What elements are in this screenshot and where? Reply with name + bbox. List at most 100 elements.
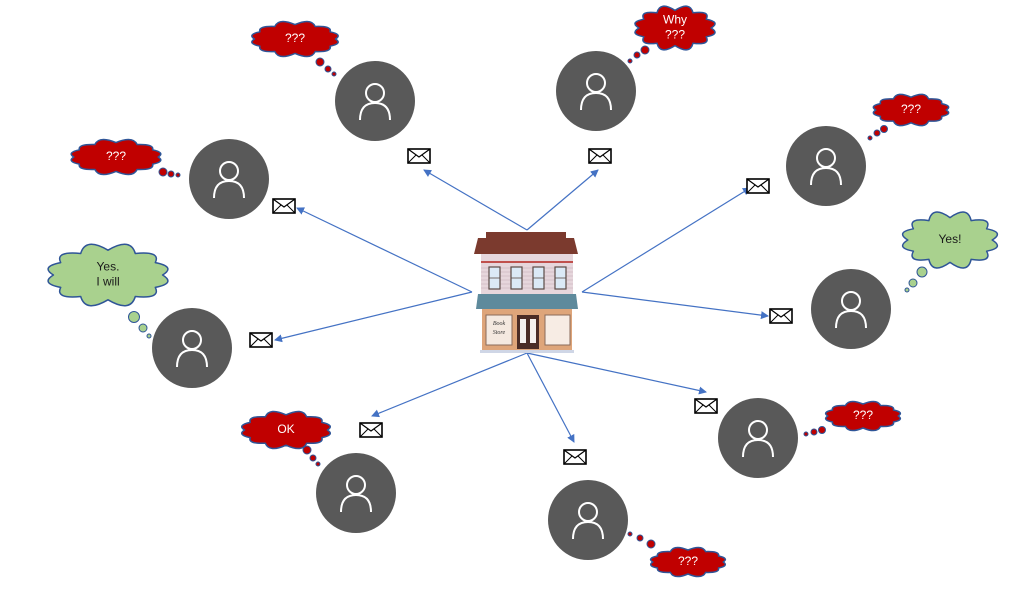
thought-dot bbox=[331, 71, 337, 77]
thought-dot bbox=[128, 311, 140, 323]
thought-bubble-c7: ??? bbox=[824, 400, 902, 432]
thought-dot bbox=[908, 278, 918, 288]
thought-dot bbox=[627, 58, 633, 64]
cloud-shape bbox=[70, 138, 162, 176]
envelope-icon bbox=[588, 148, 612, 164]
thought-bubble-c5: Yes! bbox=[901, 211, 999, 269]
thought-dot bbox=[302, 445, 312, 455]
thought-dot bbox=[640, 45, 650, 55]
arrows-layer bbox=[274, 169, 769, 443]
cloud-shape bbox=[634, 5, 716, 51]
thought-dot bbox=[175, 172, 181, 178]
customer-c3: ??? bbox=[786, 93, 950, 206]
envelope-icon bbox=[249, 332, 273, 348]
thought-bubble-c1: ??? bbox=[251, 20, 339, 58]
message-arrow-c7 bbox=[526, 352, 707, 395]
response-text: OK bbox=[277, 422, 294, 436]
message-arrow-c4 bbox=[296, 207, 473, 293]
thought-dot bbox=[904, 287, 910, 293]
cloud-shape bbox=[241, 410, 331, 450]
cloud-shape bbox=[901, 211, 999, 269]
response-text: ??? bbox=[106, 149, 126, 163]
customer-c5: Yes! bbox=[811, 211, 999, 349]
thought-dot bbox=[309, 454, 317, 462]
thought-dot bbox=[627, 531, 633, 537]
response-text: I will bbox=[96, 275, 119, 289]
thought-dot bbox=[646, 539, 656, 549]
customer-c2: Why??? bbox=[556, 5, 716, 131]
thought-bubble-c4: ??? bbox=[70, 138, 162, 176]
thought-dot bbox=[633, 51, 641, 59]
thought-dot bbox=[167, 170, 175, 178]
thought-dot bbox=[803, 431, 809, 437]
person-icon bbox=[213, 161, 245, 199]
envelope-icon bbox=[272, 198, 296, 214]
thought-bubble-c6: Yes.I will bbox=[47, 243, 169, 307]
message-arrow-c9 bbox=[526, 352, 575, 443]
store-sign-line1: Book bbox=[493, 321, 506, 327]
cloud-shape bbox=[47, 243, 169, 307]
response-text: ??? bbox=[665, 28, 685, 42]
person-icon bbox=[176, 330, 208, 368]
thought-dot bbox=[867, 135, 873, 141]
message-arrow-c1 bbox=[423, 169, 528, 231]
person-icon bbox=[742, 420, 774, 458]
thought-dot bbox=[880, 125, 888, 133]
cloud-shape bbox=[649, 546, 727, 578]
customer-c6: Yes.I will bbox=[47, 243, 232, 388]
storefront-icon: Book Store bbox=[474, 232, 578, 353]
cloud-shape bbox=[251, 20, 339, 58]
thought-dot bbox=[916, 266, 928, 278]
thought-dot bbox=[810, 428, 818, 436]
response-text: ??? bbox=[901, 102, 921, 116]
thought-dot bbox=[818, 426, 826, 434]
envelope-icon bbox=[746, 178, 770, 194]
thought-bubble-c3: ??? bbox=[872, 93, 950, 127]
message-arrow-c5 bbox=[581, 291, 769, 320]
envelope-icon bbox=[563, 449, 587, 465]
envelope-icon bbox=[407, 148, 431, 164]
response-text: Yes! bbox=[939, 232, 962, 246]
thought-dot bbox=[138, 323, 148, 333]
response-text: Yes. bbox=[97, 260, 120, 274]
customer-c9: ??? bbox=[548, 480, 727, 578]
thought-dot bbox=[636, 534, 644, 542]
envelope-icon bbox=[769, 308, 793, 324]
thought-dot bbox=[158, 167, 168, 177]
person-icon bbox=[835, 291, 867, 329]
thought-dot bbox=[315, 57, 325, 67]
response-text: Why bbox=[663, 13, 687, 27]
cloud-shape bbox=[872, 93, 950, 127]
thought-bubble-c9: ??? bbox=[649, 546, 727, 578]
message-arrow-c3 bbox=[581, 187, 751, 293]
customer-c8: OK bbox=[241, 410, 396, 533]
message-arrow-c6 bbox=[274, 291, 473, 343]
envelope-icon bbox=[359, 422, 383, 438]
person-icon bbox=[572, 502, 604, 540]
customer-c1: ??? bbox=[251, 20, 415, 141]
envelopes-layer bbox=[249, 148, 793, 465]
thought-dot bbox=[324, 65, 332, 73]
customers-layer: ???Why?????????Yes!Yes.I will???OK??? bbox=[47, 5, 999, 578]
customer-c4: ??? bbox=[70, 138, 269, 219]
thought-dot bbox=[146, 333, 152, 339]
cloud-shape bbox=[824, 400, 902, 432]
response-text: ??? bbox=[678, 554, 698, 568]
person-icon bbox=[340, 475, 372, 513]
person-icon bbox=[359, 83, 391, 121]
person-icon bbox=[580, 73, 612, 111]
message-arrow-c2 bbox=[526, 169, 599, 231]
message-arrow-c8 bbox=[371, 352, 528, 418]
response-text: ??? bbox=[285, 31, 305, 45]
customer-c7: ??? bbox=[718, 398, 902, 478]
book-store: Book Store bbox=[474, 232, 578, 353]
person-icon bbox=[810, 148, 842, 186]
thought-bubble-c8: OK bbox=[241, 410, 331, 450]
envelope-icon bbox=[694, 398, 718, 414]
thought-dot bbox=[315, 461, 321, 467]
response-text: ??? bbox=[853, 408, 873, 422]
thought-dot bbox=[873, 129, 881, 137]
store-sign-line2: Store bbox=[493, 330, 506, 336]
